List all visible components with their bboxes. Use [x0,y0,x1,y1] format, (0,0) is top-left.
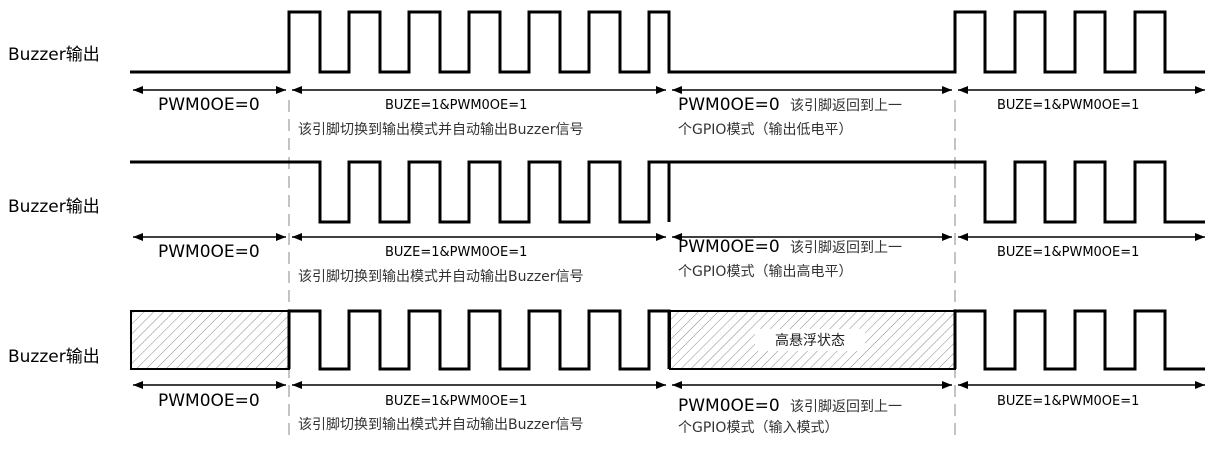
pwm0oe-off-label: PWM0OE=0 [158,391,260,411]
interval-arrows [133,381,1205,389]
pwm0oe-off-label: PWM0OE=0 [158,242,260,262]
timing-row-3: Buzzer输出 高悬浮状态 PWM0OE=0 BUZE=1&PWM0OE=1 … [8,309,1205,436]
buzzer-waveform [130,160,1205,224]
buze-on-label: BUZE=1&PWM0OE=1 [385,245,527,260]
pwm0oe-off-label-2: PWM0OE=0 [678,95,780,115]
pwm0oe-off-label-2: PWM0OE=0 [678,396,780,416]
undefined-state-box [130,310,290,370]
buzzer-waveform-2 [953,309,1205,371]
buze-on-label-2: BUZE=1&PWM0OE=1 [997,394,1139,409]
floating-state-label: 高悬浮状态 [775,332,845,349]
interval-arrows [133,233,1205,241]
row-label: Buzzer输出 [8,197,100,217]
gpio-mode-description: 个GPIO模式（输出低电平） [678,122,852,138]
buze-on-description: 该引脚切换到输出模式并自动输出Buzzer信号 [298,268,584,285]
floating-state-label-bg [755,329,865,351]
gpio-mode-description: 个GPIO模式（输入模式） [678,420,838,436]
gpio-mode-description: 个GPIO模式（输出高电平） [678,263,852,280]
buze-on-description: 该引脚切换到输出模式并自动输出Buzzer信号 [298,121,584,138]
pwm0oe-off-label-2: PWM0OE=0 [678,237,780,257]
buze-on-label-2: BUZE=1&PWM0OE=1 [997,98,1139,113]
buze-on-label: BUZE=1&PWM0OE=1 [385,394,527,409]
buzzer-waveform [287,309,671,371]
timing-row-2: Buzzer输出 PWM0OE=0 BUZE=1&PWM0OE=1 该引脚切换到… [8,160,1205,285]
row-label: Buzzer输出 [8,45,100,65]
row-label: Buzzer输出 [8,347,100,367]
return-gpio-description: 该引脚返回到上一 [790,98,902,114]
return-gpio-description: 该引脚返回到上一 [790,240,902,256]
buze-on-label: BUZE=1&PWM0OE=1 [385,98,527,113]
timing-row-1: Buzzer输出 PWM0OE=0 BUZE=1&PWM0OE=1 该引脚切换到… [8,10,1205,138]
interval-arrows [133,86,1205,94]
buzzer-waveform [130,10,1205,74]
return-gpio-description: 该引脚返回到上一 [790,399,902,415]
pwm0oe-off-label: PWM0OE=0 [158,95,260,115]
buze-on-description: 该引脚切换到输出模式并自动输出Buzzer信号 [298,416,584,433]
buze-on-label-2: BUZE=1&PWM0OE=1 [997,245,1139,260]
